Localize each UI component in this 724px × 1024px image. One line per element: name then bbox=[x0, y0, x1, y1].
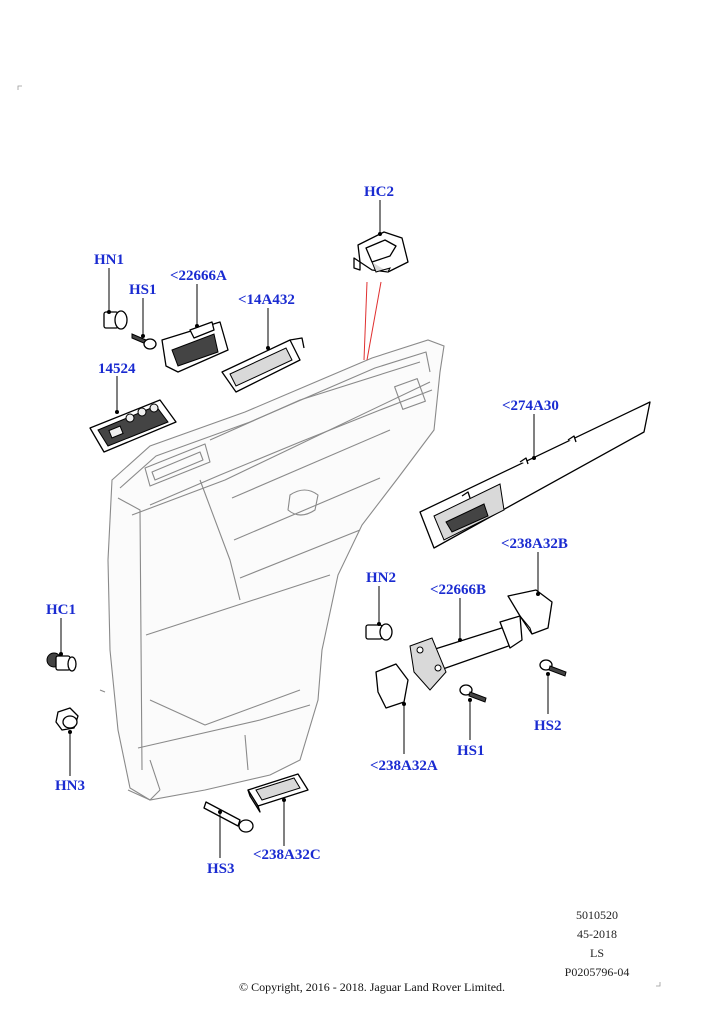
callout-22666a: <22666A bbox=[170, 268, 227, 284]
reference-line-3: LS bbox=[589, 946, 604, 960]
hn2-nut bbox=[365, 623, 393, 641]
handle-mechanism-22666b bbox=[409, 615, 523, 691]
callout-hs1-bottom: HS1 bbox=[457, 743, 485, 759]
callout-hn2: HN2 bbox=[366, 570, 396, 586]
callout-22666b: <22666B bbox=[430, 582, 486, 598]
callout-hn1: HN1 bbox=[94, 252, 124, 268]
callout-hs1-top: HS1 bbox=[129, 282, 157, 298]
bezel-14a432 bbox=[221, 337, 305, 393]
reference-line-4: P0205796-04 bbox=[564, 965, 630, 979]
callout-hc2: HC2 bbox=[364, 184, 394, 200]
reference-line bbox=[363, 281, 368, 361]
reference-line bbox=[366, 281, 382, 361]
callout-238a32b: <238A32B bbox=[501, 536, 568, 552]
reference-line-2: 45-2018 bbox=[577, 927, 617, 941]
callout-14a432: <14A432 bbox=[238, 292, 295, 308]
armrest-trim-274a30 bbox=[419, 401, 651, 549]
inner-handle-22666a bbox=[161, 321, 229, 373]
leader-lines bbox=[59, 200, 550, 858]
bracket-238a32c bbox=[247, 773, 309, 813]
callout-238a32c: <238A32C bbox=[253, 847, 321, 863]
callout-hs2: HS2 bbox=[534, 718, 562, 734]
reference-line-1: 5010520 bbox=[576, 908, 618, 922]
hs1-screw-top bbox=[131, 333, 157, 350]
callout-hs3: HS3 bbox=[207, 861, 235, 877]
hs1-screw-bottom bbox=[459, 684, 487, 703]
hs2-screw bbox=[539, 659, 567, 677]
callout-274a30: <274A30 bbox=[502, 398, 559, 414]
cover-238a32a bbox=[375, 663, 409, 709]
callout-hn3: HN3 bbox=[55, 778, 85, 794]
switch-pack-14524 bbox=[89, 399, 177, 453]
reference-block: 5010520 45-2018 LS P0205796-04 bbox=[552, 908, 642, 984]
hn1-nut bbox=[103, 310, 128, 330]
door-trim-panel bbox=[99, 339, 445, 801]
hs3-screw bbox=[203, 801, 254, 833]
callout-14524: 14524 bbox=[98, 361, 136, 377]
callout-238a32a: <238A32A bbox=[370, 758, 438, 774]
hn3-nut bbox=[55, 707, 79, 731]
hc1-clip bbox=[46, 652, 77, 672]
callout-hc1: HC1 bbox=[46, 602, 76, 618]
copyright-notice: © Copyright, 2016 - 2018. Jaguar Land Ro… bbox=[238, 980, 506, 994]
hc2-clip bbox=[353, 231, 409, 273]
